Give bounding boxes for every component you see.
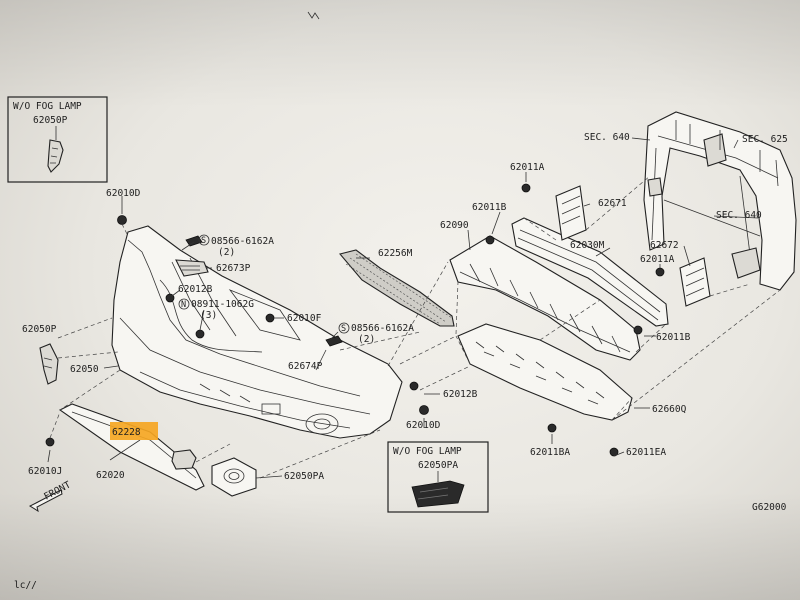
clip-62012B-mid [409,381,419,391]
quantity: (2) [358,334,375,345]
bumper-fascia-part [111,225,403,439]
lower-undercover-part [457,323,633,421]
bolt-62011A [521,183,531,193]
front-label: FRONT [42,479,73,502]
lower-spoiler-part [58,403,205,491]
clip-62010D [117,215,127,225]
inset-title: W/O FOG LAMP [393,446,462,457]
part-number: 62020 [96,470,125,481]
part-number: 62050 [70,364,99,375]
part-number: 62010D [106,188,141,199]
bolt-62011B-2 [633,325,643,335]
bolt-62011BA [547,423,557,433]
part-number: 62674P [288,361,323,372]
quantity: (3) [200,310,217,321]
part-number: 62012B [178,284,213,295]
part-number: 62011EA [626,447,666,458]
part-62228 [171,449,197,470]
scribble-mark [307,11,320,20]
part-number: 08566-6162A [351,323,414,334]
corner-mark: lc// [14,580,37,591]
part-number: 62671 [598,198,627,209]
part-number: 62010F [287,313,322,324]
part-number: 62010D [406,420,441,431]
energy-absorber-part [449,235,641,361]
svg-text:N: N [181,300,186,310]
radiator-core-support-part [643,111,797,291]
part-number: 62010J [28,466,62,477]
part-number: 62090 [440,220,469,231]
fog-lamp-cover-part [411,480,465,508]
part-number: 62256M [378,248,413,259]
part-number: 62050P [22,324,57,335]
section-reference: SEC. 640 [716,210,762,221]
quantity: (2) [218,247,235,258]
circle-s-marker [338,322,350,334]
section-reference: SEC. 625 [742,134,788,145]
bracket-62672-part [679,257,711,307]
part-number: 62011BA [530,447,570,458]
part-number: 62011B [656,332,691,343]
part-number: 62673P [216,263,251,274]
bracket-62671-part [555,185,587,241]
figure-code: G62000 [752,502,787,513]
clip-62010F [265,313,275,323]
part-number: 62012B [443,389,478,400]
nut-08911 [195,329,205,339]
fog-cover-62050P-part [39,343,59,385]
section-reference: SEC. 640 [584,132,630,143]
highlight-62228 [110,422,158,440]
bumper-reinforcement-part [511,217,669,327]
svg-text:S: S [341,324,346,334]
label-leaders [47,137,759,479]
part-number: 08911-1062G [191,299,254,310]
part-number: 62011A [510,162,545,173]
part-number-highlighted: 62228 [112,427,141,438]
fasteners [45,183,665,457]
part-number: 62050PA [418,460,458,471]
fog-lamp-cover-part [47,139,64,173]
part-number: 62050PA [284,471,324,482]
circle-s-marker [198,234,210,246]
front-direction-arrow [28,489,63,513]
leader-lines [49,175,781,479]
inset-box-fog-lamp-top: W/O FOG LAMP 62050P [7,96,108,183]
part-number: 62050P [33,115,68,126]
clip-62010D-mid [419,405,429,415]
clip-62010J [45,437,55,447]
part-number: 62672 [650,240,679,251]
inset-title: W/O FOG LAMP [13,101,82,112]
bolt-62011B [485,235,495,245]
part-number: 62011A [640,254,675,265]
center-grille-part [339,249,455,327]
bolt-62011A-2 [655,267,665,277]
part-number: 08566-6162A [211,236,274,247]
mounting-bracket [175,259,209,277]
part-number: 62660Q [652,404,687,415]
svg-text:S: S [201,236,206,246]
inset-box-fog-lamp-bottom: W/O FOG LAMP 62050PA [387,441,489,513]
fog-lamp-hole [305,413,339,435]
part-number: 62030M [570,240,605,251]
fog-cover-62050PA-part [211,457,257,497]
part-number: 62011B [472,202,507,213]
circle-n-marker [178,298,190,310]
